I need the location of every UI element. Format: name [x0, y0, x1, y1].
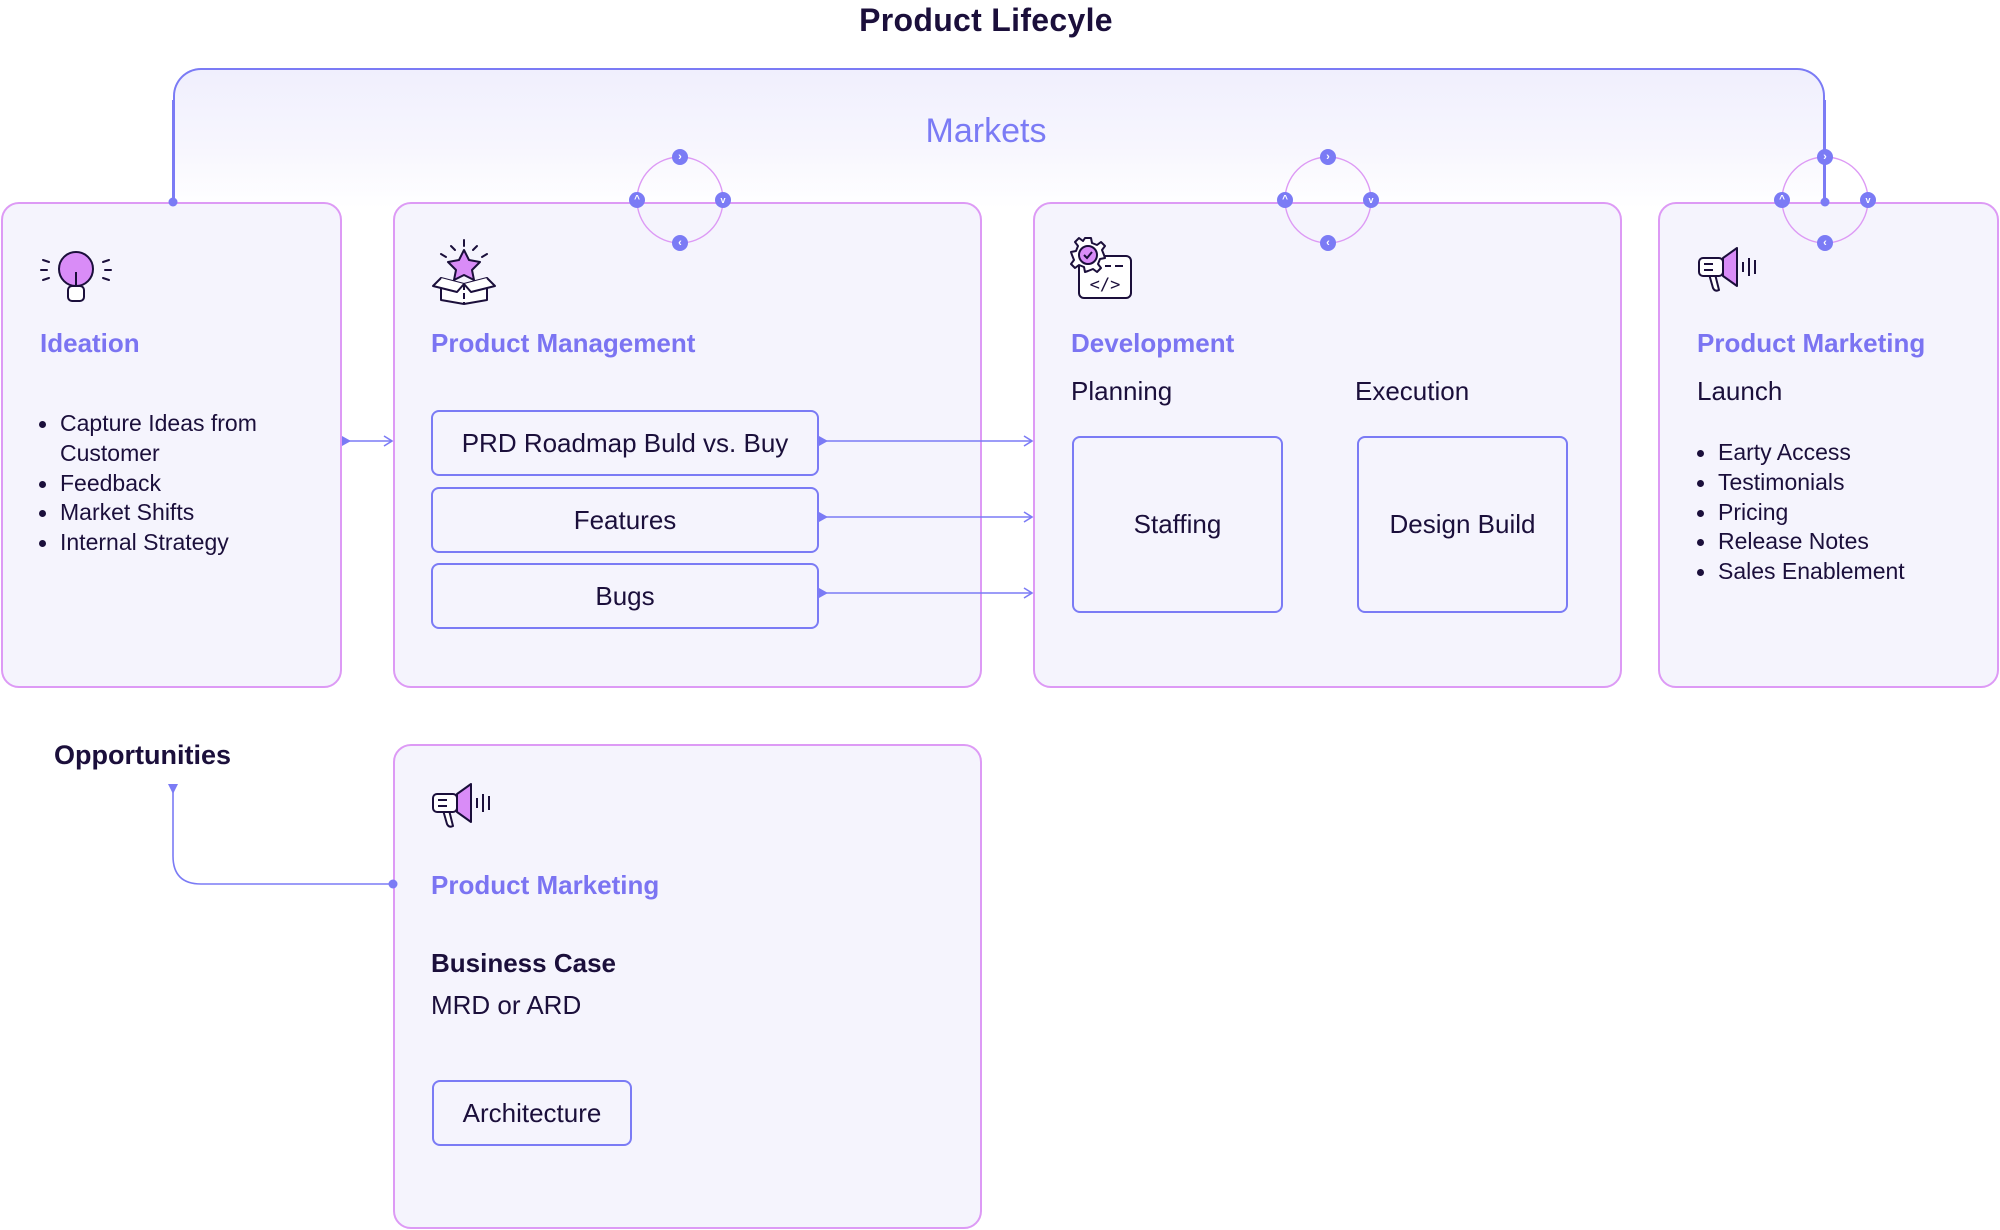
product-marketing-business-title: Product Marketing — [431, 870, 660, 900]
product-marketing-business-card: Product Marketing Business Case MRD or A… — [393, 744, 982, 1229]
product-marketing-launch-card: Product Marketing Launch Earty Access Te… — [1658, 202, 1999, 688]
features-box[interactable]: Features — [431, 487, 819, 553]
chevron-right-icon[interactable]: › — [1817, 149, 1833, 165]
list-item: Internal Strategy — [37, 528, 327, 558]
product-marketing-launch-title: Product Marketing — [1697, 328, 1926, 358]
chevron-right-icon[interactable]: › — [672, 149, 688, 165]
list-item: Testimonials — [1695, 468, 1985, 498]
chevron-up-icon[interactable]: ^ — [1774, 192, 1790, 208]
launch-heading: Launch — [1697, 376, 1783, 406]
ideation-title: Ideation — [40, 328, 140, 358]
opportunities-label: Opportunities — [54, 740, 231, 770]
open-box-star-icon — [432, 239, 496, 305]
markets-label: Markets — [925, 112, 1047, 150]
opportunities-connector — [172, 790, 393, 885]
ideation-bullets: Capture Ideas from Customer Feedback Mar… — [37, 409, 327, 558]
chevron-left-icon[interactable]: ‹ — [672, 235, 688, 251]
list-item: Capture Ideas from Customer — [37, 409, 327, 469]
list-item: Release Notes — [1695, 527, 1985, 557]
prd-roadmap-box[interactable]: PRD Roadmap Buld vs. Buy — [431, 410, 819, 476]
lightbulb-icon — [40, 251, 112, 302]
list-item: Feedback — [37, 469, 327, 499]
execution-heading: Execution — [1355, 376, 1470, 406]
list-item: Pricing — [1695, 498, 1985, 528]
business-case-heading: Business Case — [431, 948, 616, 978]
design-build-box[interactable]: Design Build — [1357, 436, 1568, 613]
megaphone-icon — [432, 783, 490, 828]
chevron-left-icon[interactable]: ‹ — [1817, 235, 1833, 251]
planning-heading: Planning — [1071, 376, 1173, 406]
architecture-box[interactable]: Architecture — [432, 1080, 632, 1146]
chevron-up-icon[interactable]: ^ — [1277, 192, 1293, 208]
list-item: Earty Access — [1695, 438, 1985, 468]
list-item: Market Shifts — [37, 498, 327, 528]
ideation-card: Ideation Capture Ideas from Customer Fee… — [1, 202, 342, 688]
development-card: </> Development Planning Execution Staff… — [1033, 202, 1622, 688]
chevron-up-icon[interactable]: ^ — [629, 192, 645, 208]
svg-text:</>: </> — [1090, 275, 1121, 295]
development-title: Development — [1071, 328, 1235, 358]
chevron-left-icon[interactable]: ‹ — [1320, 235, 1336, 251]
markets-band — [173, 68, 1825, 208]
gear-code-window-icon: </> — [1070, 237, 1132, 299]
diagram-title: Product Lifecyle — [859, 2, 1113, 38]
chevron-down-icon[interactable]: v — [715, 192, 731, 208]
product-management-card: Product Management PRD Roadmap Buld vs. … — [393, 202, 982, 688]
list-item: Sales Enablement — [1695, 557, 1985, 587]
chevron-down-icon[interactable]: v — [1860, 192, 1876, 208]
product-management-title: Product Management — [431, 328, 696, 358]
megaphone-icon — [1698, 247, 1756, 292]
chevron-down-icon[interactable]: v — [1363, 192, 1379, 208]
launch-bullets: Earty Access Testimonials Pricing Releas… — [1695, 438, 1985, 587]
staffing-box[interactable]: Staffing — [1072, 436, 1283, 613]
bugs-box[interactable]: Bugs — [431, 563, 819, 629]
mrd-ard-text: MRD or ARD — [431, 990, 582, 1020]
chevron-right-icon[interactable]: › — [1320, 149, 1336, 165]
